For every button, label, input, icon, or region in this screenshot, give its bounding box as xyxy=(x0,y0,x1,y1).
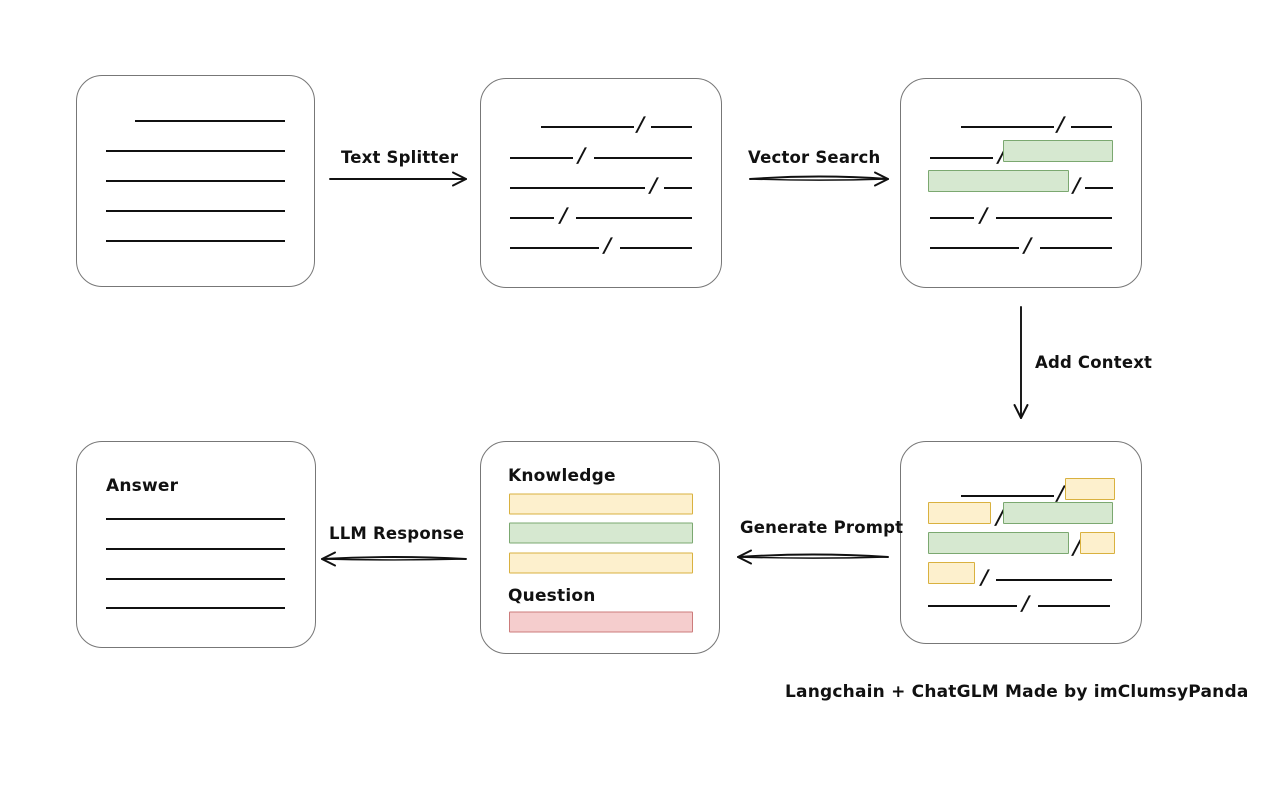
edge-label-text-splitter: Text Splitter xyxy=(341,148,459,167)
text-line xyxy=(651,126,692,128)
chunk-highlight-yellow xyxy=(509,552,693,574)
arrowhead-icon xyxy=(1013,404,1029,419)
text-line xyxy=(510,187,645,189)
text-line xyxy=(620,247,692,249)
node-answer xyxy=(76,441,316,648)
text-line xyxy=(996,217,1112,219)
node-title-question: Question xyxy=(508,586,596,606)
text-line xyxy=(106,180,285,182)
chunk-highlight-red xyxy=(509,611,693,633)
chunk-highlight-green xyxy=(509,522,693,544)
chunk-highlight-green xyxy=(928,170,1069,192)
text-line xyxy=(510,157,573,159)
text-line xyxy=(996,579,1112,581)
text-line xyxy=(106,578,285,580)
text-line xyxy=(664,187,692,189)
text-line xyxy=(576,217,692,219)
chunk-highlight-yellow xyxy=(1065,478,1115,500)
text-line xyxy=(930,217,974,219)
text-line xyxy=(1071,126,1112,128)
text-line xyxy=(106,518,285,520)
text-line xyxy=(930,247,1019,249)
text-line xyxy=(541,126,634,128)
text-line xyxy=(1085,187,1113,189)
chunk-highlight-yellow xyxy=(509,493,693,515)
text-line xyxy=(106,210,285,212)
text-line xyxy=(928,605,1017,607)
node-title-answer: Answer xyxy=(106,476,179,496)
text-line xyxy=(1040,247,1112,249)
chunk-highlight-yellow xyxy=(1080,532,1115,554)
chunk-highlight-yellow xyxy=(928,502,991,524)
arrowhead-icon xyxy=(737,549,752,565)
edge-vector-search xyxy=(730,159,908,199)
footer-credit: Langchain + ChatGLM Made by imClumsyPand… xyxy=(785,682,1249,702)
arrowhead-icon xyxy=(321,551,336,567)
text-line xyxy=(106,240,285,242)
node-title-knowledge: Knowledge xyxy=(508,466,616,486)
text-line xyxy=(510,247,599,249)
text-line xyxy=(961,126,1054,128)
text-line xyxy=(106,607,285,609)
arrowhead-icon xyxy=(874,171,889,187)
chunk-highlight-yellow xyxy=(928,562,975,584)
arrowhead-icon xyxy=(452,171,467,187)
text-line xyxy=(961,495,1054,497)
chunk-highlight-green xyxy=(1003,140,1113,162)
text-line xyxy=(510,217,554,219)
edge-llm-response xyxy=(302,539,486,579)
chunk-highlight-green xyxy=(928,532,1069,554)
text-line xyxy=(135,120,285,122)
text-line xyxy=(106,150,285,152)
edge-generate-prompt xyxy=(718,537,908,577)
text-line xyxy=(1038,605,1110,607)
edge-label-vector-search: Vector Search xyxy=(748,148,881,167)
text-line xyxy=(106,548,285,550)
text-line xyxy=(594,157,692,159)
edge-text-splitter xyxy=(310,159,486,199)
edge-add-context xyxy=(1001,287,1041,438)
edge-label-generate-prompt: Generate Prompt xyxy=(740,518,904,537)
edge-label-add-context: Add Context xyxy=(1035,353,1153,372)
edge-label-llm-response: LLM Response xyxy=(329,524,465,543)
text-line xyxy=(930,157,993,159)
node-split-chunks xyxy=(480,78,722,288)
chunk-highlight-green xyxy=(1003,502,1113,524)
